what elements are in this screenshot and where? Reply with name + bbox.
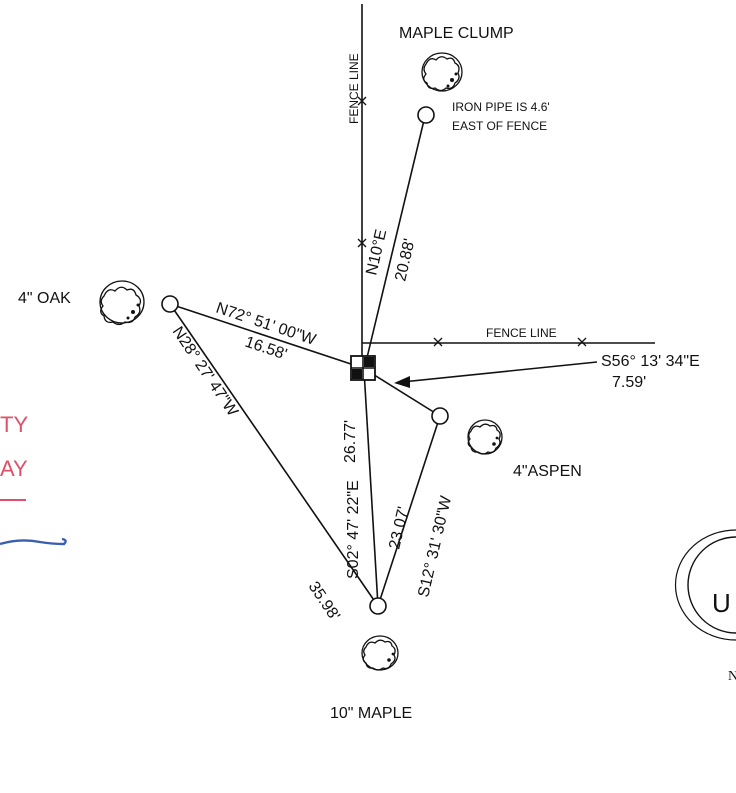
fence-line-horizontal-label: FENCE LINE	[486, 326, 557, 340]
aspen-tree-icon	[467, 419, 503, 455]
seal-ring	[687, 536, 736, 634]
maple-course-distance: 26.77'	[342, 420, 359, 463]
oak-point	[161, 295, 179, 313]
maple-course-bearing: S02° 47' 22"E	[345, 480, 362, 579]
fence-x-marks	[357, 96, 587, 347]
maple-tree-icon	[361, 635, 399, 671]
course-to-oak	[169, 303, 364, 369]
course-to-maple	[363, 369, 379, 607]
oak-to-maple-bearing: N28° 27' 47"W	[169, 324, 242, 421]
partial-stamp: TY AY	[0, 412, 67, 546]
aspen-course-distance: 7.59'	[612, 374, 646, 391]
fence-line-vertical-label: FENCE LINE	[347, 53, 361, 124]
seal-letter: U	[712, 588, 731, 618]
oak-tree-icon	[99, 280, 145, 326]
pointer-arrow-line	[401, 361, 598, 383]
maple-label: 10" MAPLE	[330, 705, 412, 722]
iron-pipe-point	[417, 106, 435, 124]
seal-ring-outer	[674, 529, 736, 641]
pointer-arrowhead	[394, 376, 410, 388]
partial-seal: U N	[674, 529, 736, 684]
course-to-maple-clump	[364, 115, 426, 367]
stamp-line1: TY	[0, 412, 28, 437]
course-oak-to-maple	[169, 303, 379, 607]
seal-sub: N	[728, 669, 736, 684]
stamp-line2: AY	[0, 456, 28, 481]
maple-point	[369, 597, 387, 615]
oak-to-maple-distance: 35.98'	[305, 579, 343, 624]
maple-clump-distance: 20.88'	[392, 237, 418, 283]
aspen-to-maple-bearing: S12° 31' 30"W	[415, 494, 455, 599]
aspen-label: 4"ASPEN	[513, 463, 582, 480]
maple-clump-label: MAPLE CLUMP	[399, 25, 514, 42]
iron-pipe-label-line2: EAST OF FENCE	[452, 119, 547, 133]
oak-label: 4" OAK	[18, 290, 71, 307]
course-aspen-to-maple	[377, 415, 441, 607]
center-monument	[350, 355, 376, 381]
iron-pipe-label-line1: IRON PIPE IS 4.6'	[452, 100, 550, 114]
stamp-blue-signature	[0, 537, 67, 546]
aspen-course-bearing: S56° 13' 34"E	[601, 353, 700, 370]
maple-clump-bearing: N10°E	[363, 228, 390, 277]
maple-clump-tree-icon	[421, 52, 463, 92]
aspen-to-maple-distance: 23.07'	[386, 505, 412, 551]
aspen-point	[431, 407, 449, 425]
